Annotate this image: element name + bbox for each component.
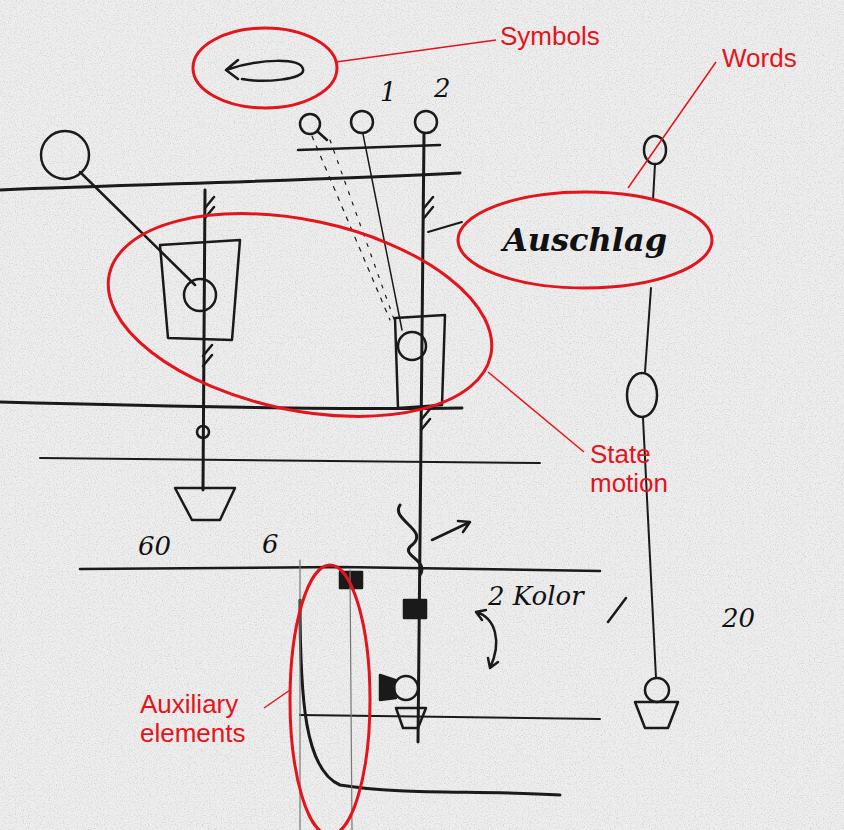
joint-circle	[645, 678, 669, 702]
swing-trace	[312, 136, 390, 320]
annotation-label: Auxiliary elements	[140, 690, 265, 747]
ground-curve	[300, 600, 560, 795]
ellipse-shape	[458, 192, 712, 288]
filled-block	[380, 675, 396, 700]
hatch-marks	[203, 197, 214, 366]
pen-sketch	[0, 60, 678, 830]
rotation-symbol	[226, 60, 303, 81]
rail-line	[40, 458, 540, 463]
pivot-circle	[351, 111, 373, 133]
swing-line	[363, 134, 402, 330]
leader-line	[488, 372, 584, 452]
rail-line	[0, 173, 460, 190]
vertical-shaft	[418, 134, 424, 742]
joint-circle	[394, 676, 418, 700]
double-arrow	[476, 610, 498, 668]
joint-circle	[197, 426, 209, 438]
word-ellipse: Auschlag	[456, 190, 714, 290]
state-circle	[184, 279, 216, 311]
state-circle	[398, 332, 426, 360]
rail-line	[0, 402, 462, 409]
pivot-circle	[41, 131, 89, 179]
swing-trace	[330, 140, 395, 322]
annotation-marks	[90, 28, 716, 830]
leader-line	[336, 40, 496, 62]
tick-stroke	[608, 598, 626, 622]
callout-number: 20	[722, 604, 755, 633]
handwritten-note: 2 Kolor	[488, 582, 584, 611]
annotation-label: Symbols	[500, 22, 600, 51]
weight-trapezoid	[396, 708, 426, 728]
rail-line	[298, 145, 440, 150]
scribble	[398, 505, 422, 575]
leader-line	[264, 690, 290, 708]
helper-line	[300, 560, 352, 830]
weight-trapezoid	[635, 702, 678, 728]
state-motion-ellipse	[90, 182, 511, 449]
weight-trapezoid	[175, 488, 235, 520]
small-arrow	[432, 521, 470, 540]
callout-number: 6	[262, 530, 279, 559]
pendulum-rod	[80, 172, 195, 285]
callout-number: 2	[434, 74, 451, 103]
callout-number: 1	[380, 78, 397, 107]
state-box	[160, 240, 240, 340]
rail-line	[300, 715, 600, 719]
pivot-circle	[415, 111, 437, 133]
pointer-line	[428, 222, 462, 232]
handwritten-word: Auschlag	[503, 221, 667, 259]
state-box	[395, 315, 445, 408]
auxiliary-ellipse	[290, 565, 370, 830]
annotation-label: Words	[722, 44, 797, 73]
callout-number: 60	[138, 532, 171, 561]
symbols-ellipse	[193, 28, 337, 108]
q-tail	[317, 131, 327, 140]
filled-block	[404, 600, 426, 618]
annotation-label: State motion	[590, 440, 700, 497]
leader-line	[628, 62, 716, 188]
pendulum-bob	[627, 373, 657, 417]
